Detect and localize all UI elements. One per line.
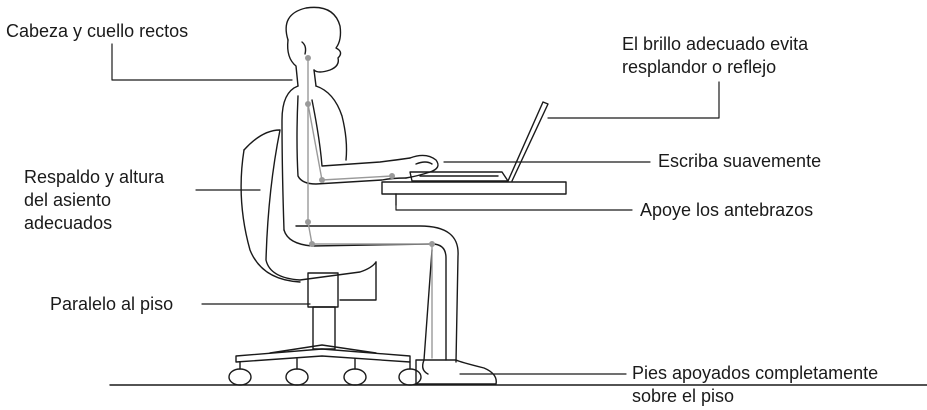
callout-lines [111,43,720,375]
label-feet: Pies apoyados completamente sobre el pis… [632,363,879,406]
laptop [409,101,549,182]
leader-forearms [395,204,633,211]
desk [381,181,567,206]
leader-head-neck [111,43,293,81]
label-parallel: Paralelo al piso [50,294,174,314]
leader-brightness [547,81,720,119]
person [281,6,497,385]
chair [240,129,377,301]
label-backrest: Respaldo y altura del asiento adecuados [24,167,165,233]
chair-base [228,272,422,386]
label-typing: Escriba suavemente [658,151,822,171]
posture-guides [305,55,435,359]
label-head-neck: Cabeza y cuello rectos [6,21,189,41]
label-forearms: Apoye los antebrazos [640,200,814,220]
label-brightness: El brillo adecuado evita resplandor o re… [622,34,809,77]
